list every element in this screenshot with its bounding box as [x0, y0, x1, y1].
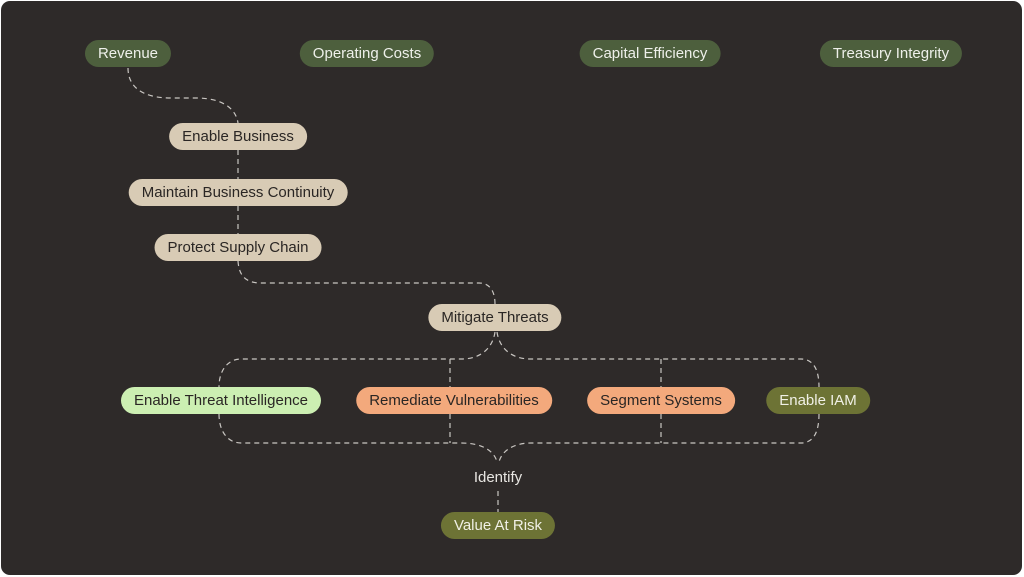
edge-revenue-enable-business [127, 67, 239, 124]
connector-label-identify: Identify [473, 469, 523, 486]
goal-treasury-integrity[interactable]: Treasury Integrity [819, 40, 963, 67]
control-segment-systems[interactable]: Segment Systems [587, 387, 735, 414]
bracket-top-right [496, 331, 820, 388]
objective-protect-supply-chain[interactable]: Protect Supply Chain [154, 234, 322, 261]
goal-capital-efficiency[interactable]: Capital Efficiency [579, 40, 721, 67]
edge-supply-chain-mitigate [237, 260, 496, 305]
control-remediate-vulnerabilities[interactable]: Remediate Vulnerabilities [356, 387, 552, 414]
goal-operating-costs[interactable]: Operating Costs [299, 40, 435, 67]
objective-maintain-business-continuity[interactable]: Maintain Business Continuity [128, 179, 348, 206]
root-value-at-risk[interactable]: Value At Risk [440, 512, 556, 539]
bracket-top-left [218, 331, 496, 388]
control-enable-threat-intelligence[interactable]: Enable Threat Intelligence [120, 387, 322, 414]
bracket-bottom-right [498, 413, 820, 463]
bracket-bottom-left [218, 413, 498, 463]
goal-revenue[interactable]: Revenue [84, 40, 172, 67]
objective-mitigate-threats[interactable]: Mitigate Threats [428, 304, 562, 331]
control-enable-iam[interactable]: Enable IAM [766, 387, 870, 414]
objective-enable-business[interactable]: Enable Business [169, 123, 307, 150]
